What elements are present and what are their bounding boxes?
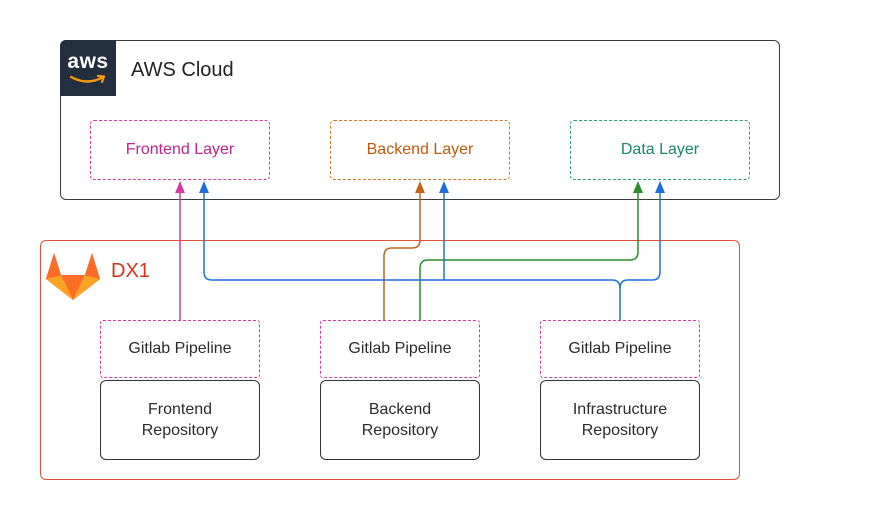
dx1-container bbox=[40, 240, 740, 480]
backend-layer-box[interactable]: Backend Layer bbox=[330, 120, 510, 180]
backend-pipeline-label: Gitlab Pipeline bbox=[348, 340, 452, 357]
dx1-title: DX1 bbox=[111, 260, 150, 282]
infrastructure-pipeline-box[interactable]: Gitlab Pipeline bbox=[540, 320, 700, 378]
backend-layer-label: Backend Layer bbox=[366, 141, 474, 158]
infrastructure-repository-line2: Repository bbox=[581, 422, 659, 439]
aws-logo-icon: aws bbox=[60, 40, 116, 96]
backend-repository-line1: Backend bbox=[368, 401, 432, 418]
backend-to-data-layer-arrow bbox=[419, 185, 639, 320]
frontend-layer-box[interactable]: Frontend Layer bbox=[90, 120, 270, 180]
data-layer-box[interactable]: Data Layer bbox=[570, 120, 750, 180]
infra-trunk-line bbox=[203, 185, 621, 320]
aws-cloud-title: AWS Cloud bbox=[131, 59, 234, 81]
gitlab-fox-icon bbox=[46, 253, 100, 300]
backend-to-backend-layer-arrow bbox=[383, 185, 421, 320]
frontend-repository-line2: Repository bbox=[141, 422, 219, 439]
aws-logo-text: aws bbox=[67, 50, 109, 73]
backend-repository-box[interactable]: Backend Repository bbox=[320, 380, 480, 460]
infrastructure-repository-box[interactable]: Infrastructure Repository bbox=[540, 380, 700, 460]
backend-pipeline-box[interactable]: Gitlab Pipeline bbox=[320, 320, 480, 378]
frontend-pipeline-label: Gitlab Pipeline bbox=[128, 340, 232, 357]
backend-repository-line2: Repository bbox=[361, 422, 439, 439]
infrastructure-pipeline-label: Gitlab Pipeline bbox=[568, 340, 672, 357]
frontend-layer-label: Frontend Layer bbox=[125, 141, 235, 158]
infrastructure-repository-line1: Infrastructure bbox=[572, 401, 668, 418]
aws-smile-icon bbox=[69, 74, 106, 84]
frontend-repository-line1: Frontend bbox=[147, 401, 213, 418]
data-layer-label: Data Layer bbox=[620, 141, 700, 158]
infra-to-data-layer-arrow bbox=[619, 185, 661, 289]
frontend-repository-box[interactable]: Frontend Repository bbox=[100, 380, 260, 460]
frontend-pipeline-box[interactable]: Gitlab Pipeline bbox=[100, 320, 260, 378]
